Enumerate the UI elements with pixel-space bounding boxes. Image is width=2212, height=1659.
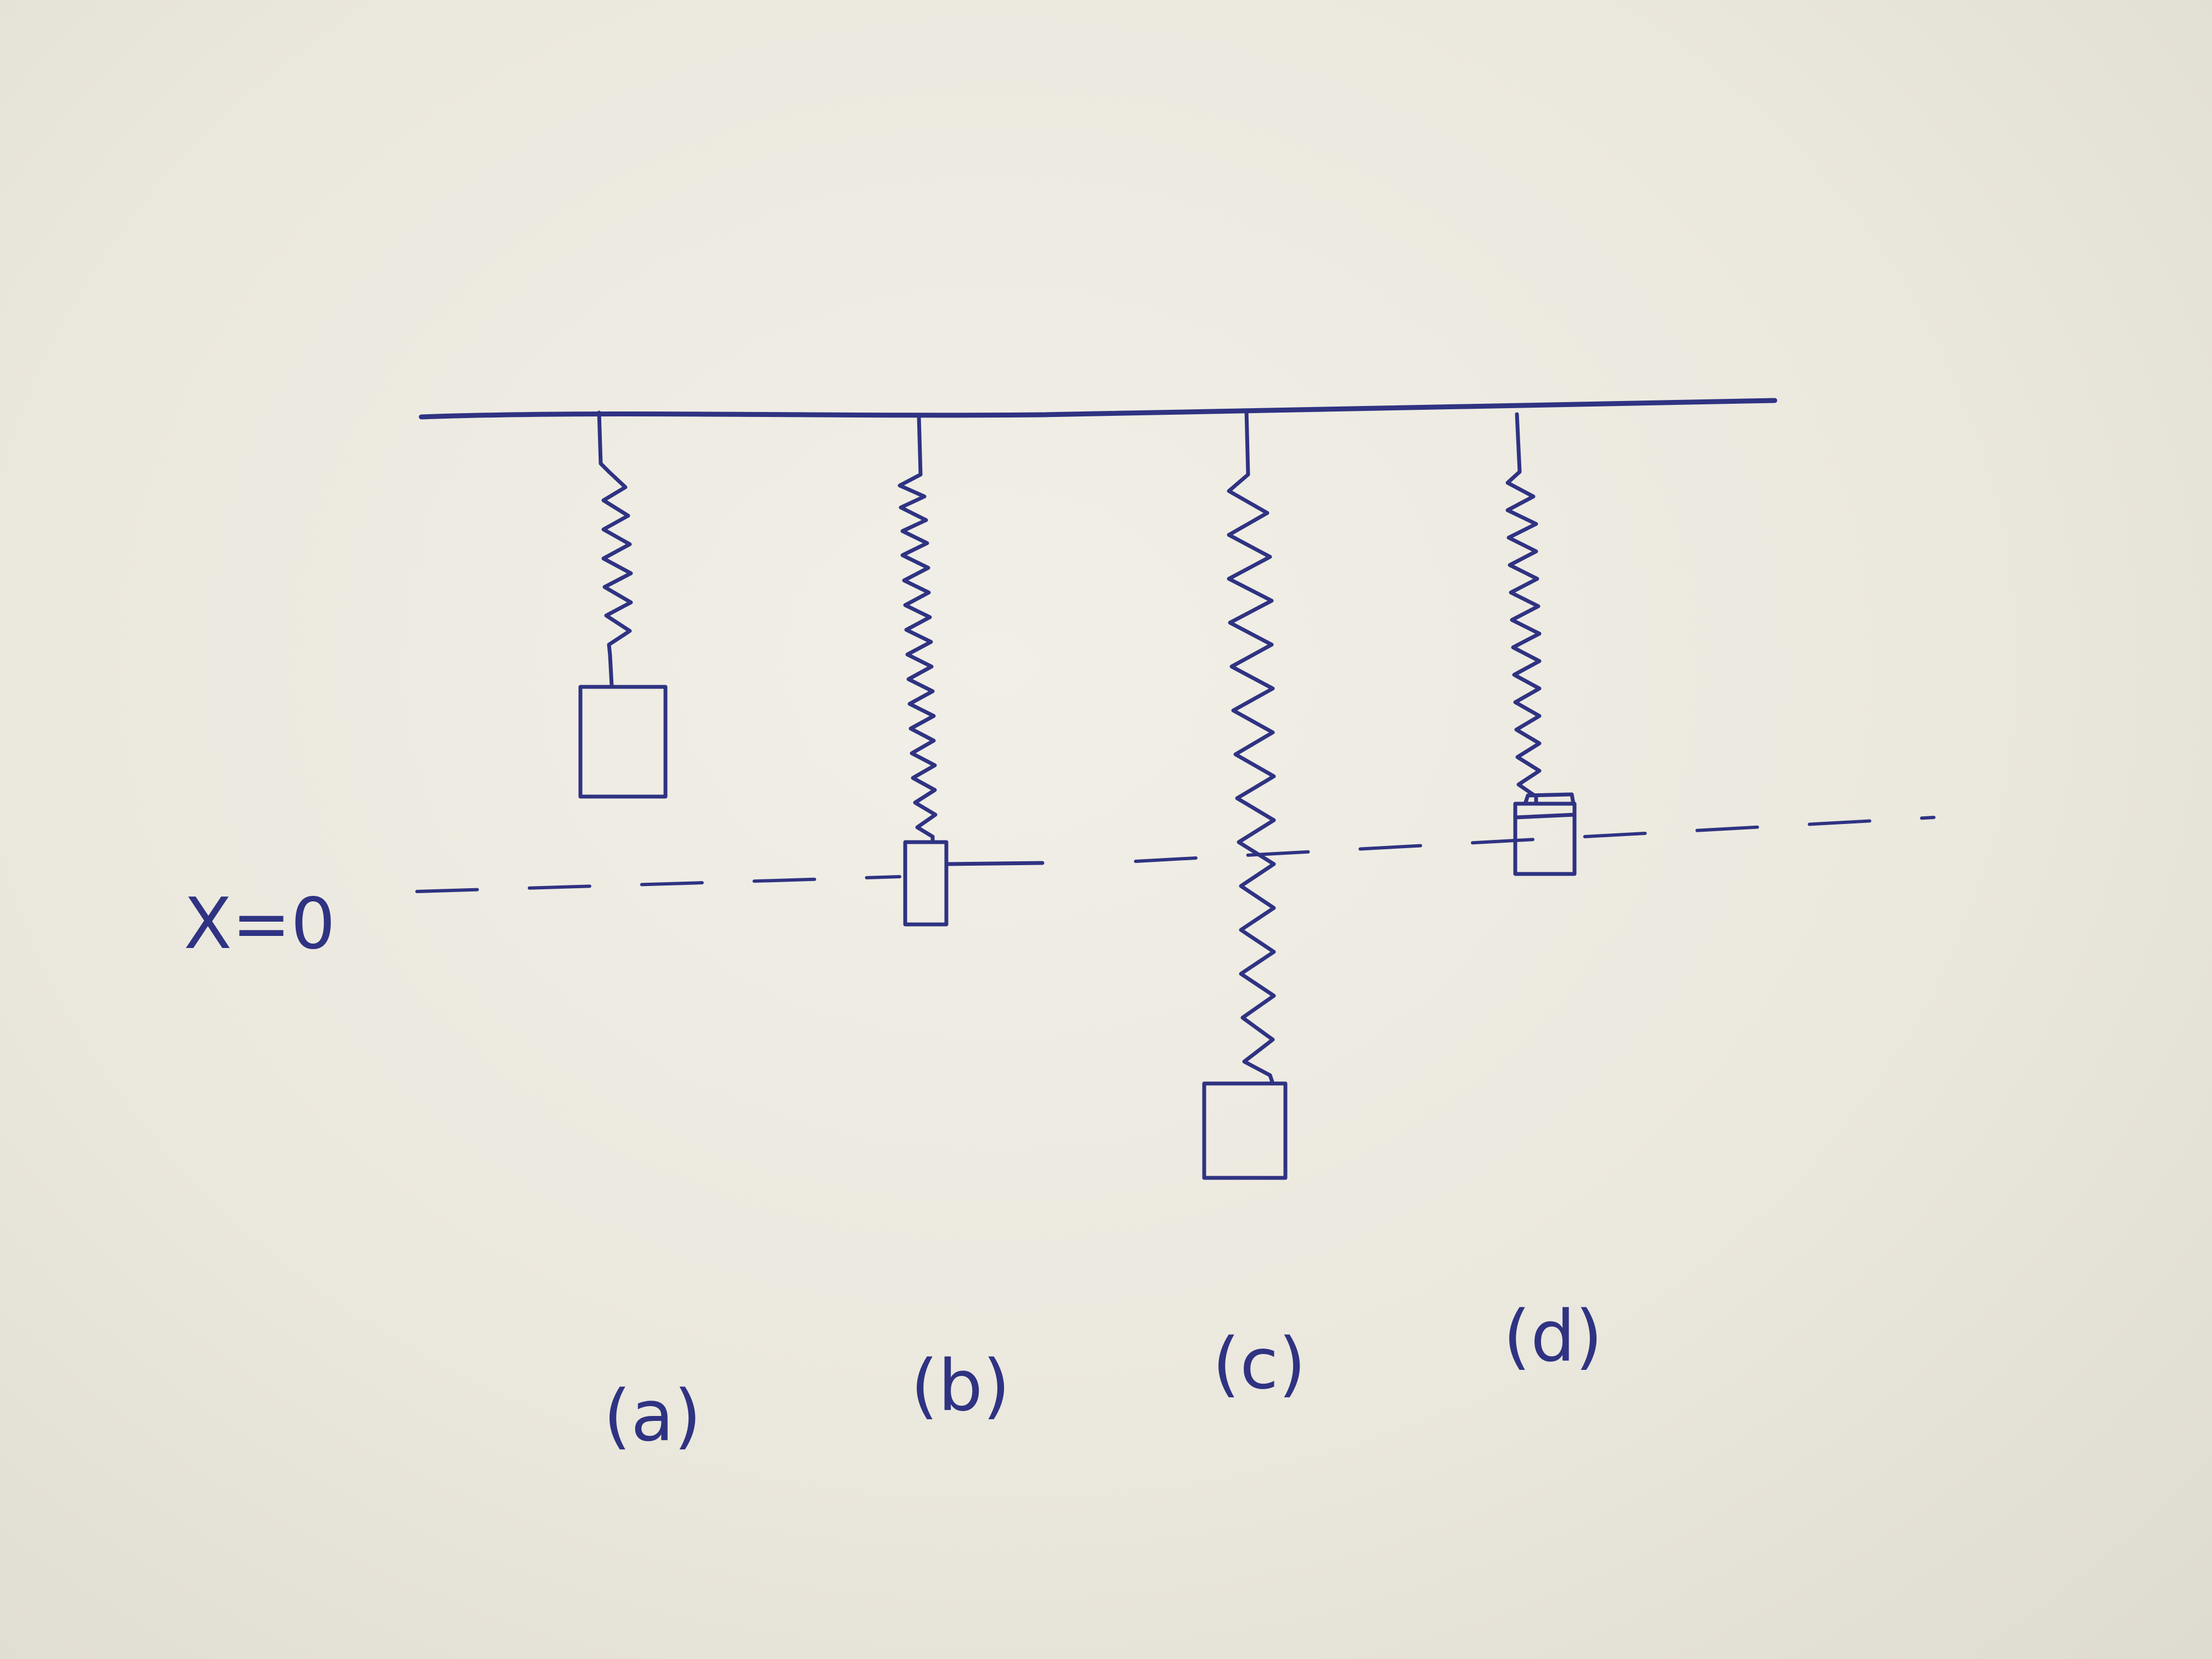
- system-a: (a): [578, 410, 701, 1457]
- mass-a: [578, 685, 668, 799]
- equilibrium-dashed-line-right: [1134, 816, 1936, 863]
- system-b: (b): [898, 415, 1010, 1427]
- spring-a-bottom-lead: [608, 653, 614, 688]
- spring-d-top-lead: [1515, 412, 1522, 474]
- spring-c-top-lead: [1244, 408, 1250, 477]
- spring-b-top-lead: [917, 415, 923, 477]
- reference-label: X=0: [184, 883, 335, 965]
- caption-b: (b): [911, 1345, 1010, 1427]
- spring-a-top-lead: [597, 410, 611, 474]
- spring-a-coil: [601, 470, 633, 658]
- spring-c-coil: [1227, 472, 1276, 1077]
- caption-d: (d): [1503, 1296, 1602, 1378]
- equilibrium-dashed-line: [415, 875, 901, 893]
- system-d: (d): [1503, 412, 1602, 1378]
- mass-d: [1513, 802, 1577, 876]
- mass-c: [1202, 1081, 1288, 1180]
- system-c: (c): [1202, 408, 1306, 1405]
- ceiling-support-line: [419, 398, 1778, 420]
- caption-c: (c): [1212, 1323, 1306, 1405]
- spring-b-coil: [898, 472, 938, 839]
- mass-b: [903, 840, 949, 927]
- mass-d-overdraw: [1513, 792, 1577, 820]
- equilibrium-line-segment-b: [944, 861, 1045, 866]
- spring-d-coil: [1505, 470, 1542, 799]
- caption-a: (a): [603, 1375, 701, 1457]
